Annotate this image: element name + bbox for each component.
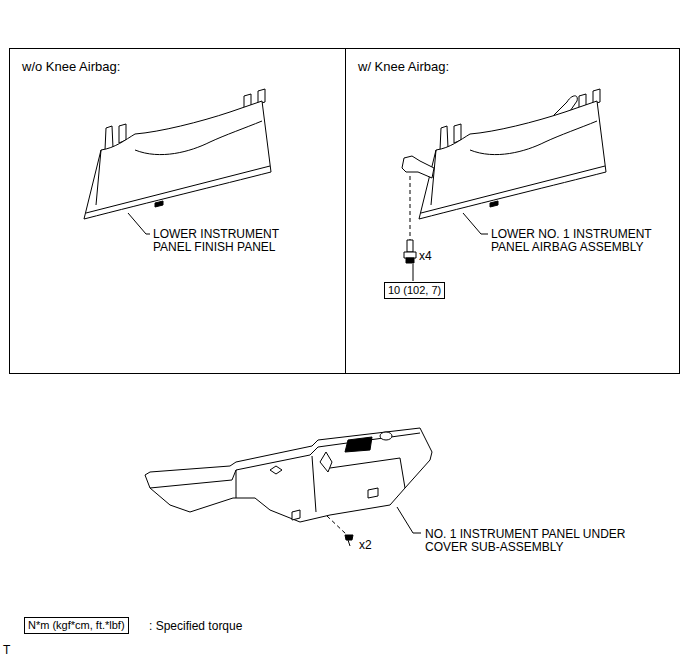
airbag-assembly-drawing (419, 89, 606, 219)
torque-value: N*m (kgf*cm, ft.*lbf) (28, 619, 125, 632)
quantity: x4 (419, 250, 432, 263)
option-panel: w/ Knee Airbag: 10 (102, 7) (345, 48, 680, 374)
part-name: NO. 1 INSTRUMENT PANEL UNDER COVER SUB-A… (425, 528, 639, 554)
option-heading: w/ Knee Airbag: (358, 60, 679, 75)
part-name: LOWER INSTRUMENT PANEL FINISH PANEL (153, 228, 288, 254)
option-panel: w/o Knee Airbag: (9, 48, 346, 374)
quantity: x2 (359, 539, 372, 552)
corner-mark: T (3, 644, 10, 657)
torque-value: 10 (102, 7) (388, 284, 441, 297)
option-heading: w/o Knee Airbag: (22, 60, 345, 75)
part-name: LOWER NO. 1 INSTRUMENT PANEL AIRBAG ASSE… (491, 228, 663, 254)
under-cover-drawing (145, 428, 432, 522)
torque-box: 10 (102, 7) (384, 282, 445, 299)
torque-unit-box: N*m (kgf*cm, ft.*lbf) (24, 617, 129, 634)
legend-text: : Specified torque (149, 620, 242, 633)
finish-panel-drawing (84, 89, 271, 219)
